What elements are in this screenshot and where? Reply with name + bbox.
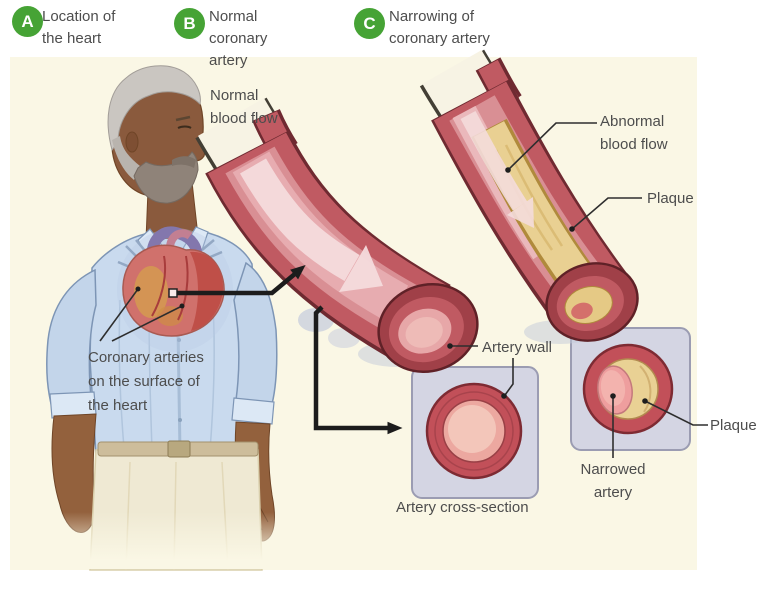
artery-to-cross-section-arrow <box>313 305 403 435</box>
pointer-arrows <box>177 264 403 435</box>
leader-dots <box>135 167 648 404</box>
normal-flow-arrow <box>339 245 383 292</box>
legend-label-b: Normal coronary artery <box>209 8 268 69</box>
legend-badge-c: C <box>354 8 385 39</box>
heart-marker <box>168 288 178 298</box>
legend-label-a: Location of the heart <box>42 8 116 47</box>
leader-lines <box>99 122 708 458</box>
heart-to-artery-arrow <box>177 264 306 296</box>
abnormal-flow-arrow <box>507 197 534 228</box>
label-artery-wall: Artery wall <box>482 339 553 356</box>
legend-badge-b: B <box>174 8 205 39</box>
label-plaque-upper: Plaque <box>647 190 694 207</box>
label-artery-cross-section: Artery cross-section <box>396 499 529 516</box>
cross-section-narrowed <box>570 327 691 451</box>
heart-illustration <box>117 226 233 352</box>
label-narrowed-artery: Narrowed artery <box>580 461 646 501</box>
cross-section-normal <box>411 366 539 499</box>
label-coronary-arteries: Coronary arteries on the surface of the … <box>88 349 204 414</box>
patient-figure <box>11 65 296 571</box>
label-plaque-lower: Plaque <box>710 417 757 434</box>
label-abnormal-blood-flow: Abnormal blood flow <box>600 113 668 153</box>
legend-label-c: Narrowing of coronary artery <box>389 8 490 47</box>
legend-badge-a: A <box>12 6 43 37</box>
normal-artery-illustration <box>195 97 479 373</box>
patient-head <box>107 65 206 204</box>
label-normal-blood-flow: Normal blood flow <box>210 87 278 127</box>
narrowed-artery-illustration <box>419 49 639 344</box>
